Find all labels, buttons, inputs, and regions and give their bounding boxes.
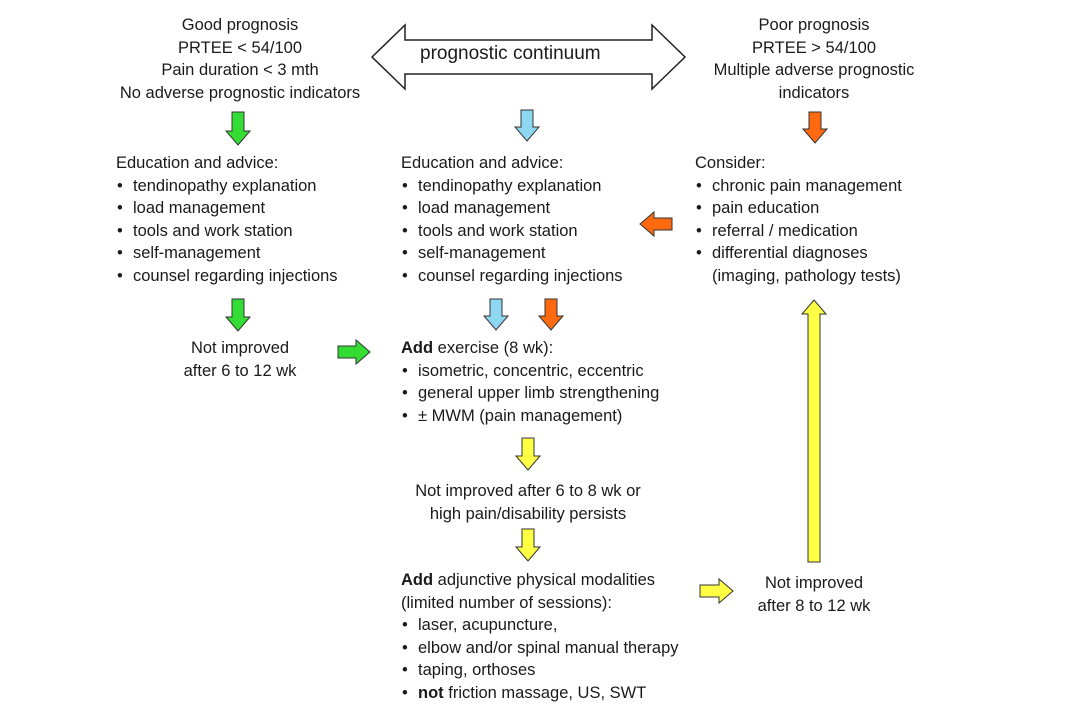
green-down-arrow [224,111,252,146]
mid-education-block: Education and advice: tendinopathy expla… [401,152,623,288]
list-item: laser, acupuncture, [401,614,679,637]
good-prognosis-line: Good prognosis [181,16,299,34]
orange-down-arrow [801,111,829,144]
list-item: elbow and/or spinal manual therapy [401,637,679,660]
yellow-down-arrow [514,528,542,562]
adjunct-subtitle: (limited number of sessions): [401,593,612,612]
text-line: Not improved after 6 to 8 wk or [415,482,641,500]
text-line: Not improved [764,574,864,592]
blue-down-arrow [513,109,541,142]
text-line: after 6 to 12 wk [183,361,297,380]
mid-education-title: Education and advice: [401,154,564,172]
list-item: pain education [695,197,902,220]
adjunct-title: Add adjunctive physical modalities [401,569,679,592]
text-line: Not improved [190,339,290,357]
list-item: load management [401,197,623,220]
consider-block: Consider: chronic pain management pain e… [695,152,902,288]
green-right-arrow [337,338,371,366]
poor-prognosis-line: Multiple adverse prognostic [713,61,915,80]
list-item: counsel regarding injections [401,265,623,288]
green-down-arrow [224,298,252,332]
list-item: not friction massage, US, SWT [401,682,679,705]
list-item: referral / medication [695,220,902,243]
good-prognosis-block: Good prognosis PRTEE < 54/100 Pain durat… [120,14,360,104]
left-not-improved: Not improved after 6 to 12 wk [184,337,297,382]
yellow-down-arrow [514,437,542,471]
exercise-block: Add exercise (8 wk): isometric, concentr… [401,337,659,427]
list-item: counsel regarding injections [116,265,338,288]
list-item: self-management [116,242,338,265]
yellow-up-arrow [800,299,828,563]
list-item: load management [116,197,338,220]
prognostic-continuum-label: prognostic continuum [420,43,601,64]
good-prognosis-line: PRTEE < 54/100 [178,38,302,57]
list-item: tendinopathy explanation [116,175,338,198]
poor-prognosis-block: Poor prognosis PRTEE > 54/100 Multiple a… [714,14,915,104]
consider-extra: (imaging, pathology tests) [712,266,901,285]
consider-title: Consider: [695,154,766,172]
bold-add: Add [401,571,434,589]
adjunct-block: Add adjunctive physical modalities (limi… [401,569,679,705]
list-item: chronic pain management [695,175,902,198]
list-item: tendinopathy explanation [401,175,623,198]
list-item: tools and work station [401,220,623,243]
left-education-block: Education and advice: tendinopathy expla… [116,152,338,288]
orange-left-arrow [639,210,673,238]
orange-down-arrow [537,298,565,331]
blue-down-arrow [482,298,510,331]
list-item: differential diagnoses [695,242,902,265]
good-prognosis-line: Pain duration < 3 mth [161,61,319,80]
list-item: isometric, concentric, eccentric [401,360,659,383]
text-line: after 8 to 12 wk [757,596,871,615]
text-line: high pain/disability persists [429,504,627,523]
list-item: taping, orthoses [401,659,679,682]
exercise-title: Add exercise (8 wk): [401,337,659,360]
list-item: ± MWM (pain management) [401,405,659,428]
poor-prognosis-line: Poor prognosis [758,16,870,34]
bold-add: Add [401,339,434,357]
list-item-text: friction massage, US, SWT [443,683,647,702]
list-item: self-management [401,242,623,265]
list-item: tools and work station [116,220,338,243]
good-prognosis-line: No adverse prognostic indicators [119,83,361,102]
poor-prognosis-line: indicators [778,83,850,102]
list-item: general upper limb strengthening [401,382,659,405]
bold-not: not [418,683,444,702]
exercise-title-text: exercise (8 wk): [433,339,554,357]
prognostic-continuum-double-arrow [370,23,687,91]
mid-not-improved: Not improved after 6 to 8 wk or high pai… [415,480,641,525]
yellow-right-arrow [699,577,734,605]
left-education-title: Education and advice: [116,154,279,172]
adjunct-title-text: adjunctive physical modalities [433,571,656,589]
right-not-improved: Not improved after 8 to 12 wk [758,572,871,617]
poor-prognosis-line: PRTEE > 54/100 [752,38,876,57]
